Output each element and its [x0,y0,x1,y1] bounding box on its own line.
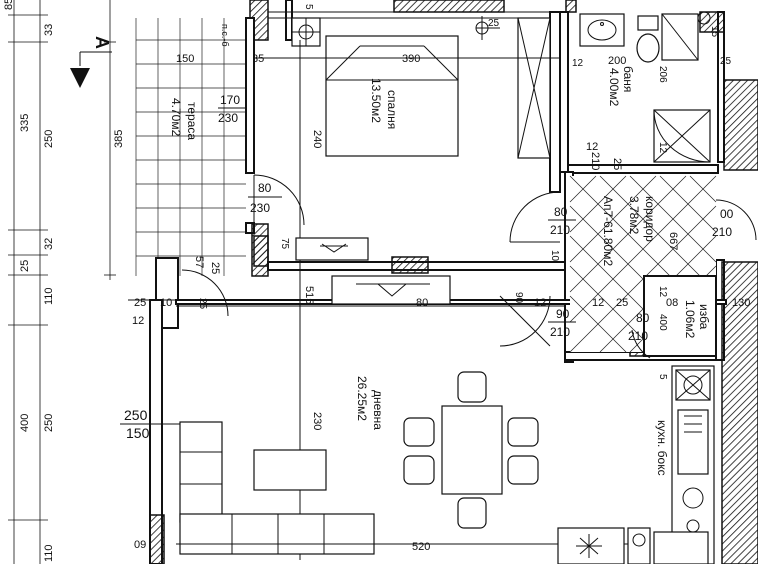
opening-width: 00 [720,207,734,221]
opening-width: 80 [258,181,272,195]
dim-label: 250 [43,414,55,432]
dim-label: 90 [513,292,524,304]
opening-height: 230 [250,201,270,215]
dim-label: 230 [311,412,323,430]
opening-height: 150 [126,425,150,441]
star-icon [576,534,602,558]
dim-label: 35 [252,53,264,65]
room-name: кухн. бокс [655,420,669,476]
section-letter: А [92,36,112,49]
dim-label: 08 [666,297,678,309]
dim-label: 25 [19,260,31,272]
dim-label: 385 [113,130,125,148]
dim-label: 25 [616,297,628,309]
room-area: 26.25м2 [355,376,369,421]
room-area: 4.70м2 [169,98,183,137]
dining-table [403,371,539,529]
opening-width: 90 [556,307,570,321]
dim-label: 150 [176,53,194,65]
dim-label: 57 [193,256,205,268]
dim-label: 12 [657,286,668,298]
dim-label: 240 [311,130,323,148]
dim-label: 5 [657,374,668,380]
dim-label: 5 [303,4,314,10]
dim-label: 335 [19,114,31,132]
dim-label: 75 [279,238,290,250]
opening-height: 210 [589,152,601,170]
opening-width: 12 [586,141,598,153]
dim-label: 520 [412,541,430,553]
dim-label: 09 [134,539,146,551]
dim-label: 110 [43,544,55,562]
section-marker: А [70,36,112,88]
room-name: дневна [371,390,385,430]
bed [325,35,459,157]
room-name: тераса [185,102,199,140]
dim-label: 12 [132,315,144,327]
dim-label: 400 [19,414,31,432]
opening-width: 250 [124,407,148,423]
apartment-area: Ап7-61.80м2 [601,196,615,266]
dim-label: 85 [3,0,15,10]
storage-room [643,275,717,357]
dim-label: 400 [657,314,668,331]
opening-height: 210 [628,329,648,343]
opening-height: 210 [712,225,732,239]
room-area: 13.50м2 [369,78,383,123]
coffee-table [253,449,327,491]
dim-label: 32 [43,238,55,250]
terrace-floor [135,18,246,276]
dim-label: 10 [160,297,172,309]
wardrobe [517,17,551,159]
opening-height: 230 [218,111,238,125]
dim-label: 12 [592,297,604,309]
dim-label: 667 [667,232,679,250]
dim-label: 206 [657,66,668,83]
dim-label: 25 [197,298,208,310]
room-name: спалня [385,90,399,129]
room-area: 4.00м2 [607,68,621,107]
room-area: 3.78м2 [627,196,641,235]
drain-icon [475,16,500,40]
opening-height: 210 [550,325,570,339]
opening-width: 170 [220,93,240,107]
kitchen-hob-icon [291,17,321,47]
dim-label: 250 [43,130,55,148]
ps-label: п.с.-б [220,24,230,47]
room-name: коридор [643,196,657,242]
dim-label: 33 [43,24,55,36]
opening-height: 210 [550,223,570,237]
bathroom-fixtures [579,11,711,163]
tv-unit [331,275,451,305]
dim-label: 12 [657,142,668,154]
dim-label: 80 [416,297,428,309]
dim-label: 25 [488,18,500,29]
dim-label: 12 [534,297,546,309]
dim-label: 390 [402,53,420,65]
opening-width: 80 [554,205,568,219]
dim-label: 10 [549,250,560,262]
dim-label: 200 [608,55,626,67]
dim-label: 25 [611,158,623,170]
dim-label: 12 [572,58,584,69]
room-name: баня [621,66,635,92]
dim-label: 15 [709,26,720,38]
dim-label: 515 [303,286,315,304]
dim-label: 25 [134,297,146,309]
sofa [179,421,375,555]
dim-label: 25 [209,262,221,274]
room-name: изба [697,304,711,330]
dim-label: 110 [43,287,55,305]
room-area: 1.06м2 [683,300,697,339]
dim-label: 130 [732,297,750,309]
left-dimension-chain [8,0,116,564]
kitchen-counter [557,365,715,564]
opening-width: 80 [636,311,650,325]
dim-label: 25 [720,56,732,67]
